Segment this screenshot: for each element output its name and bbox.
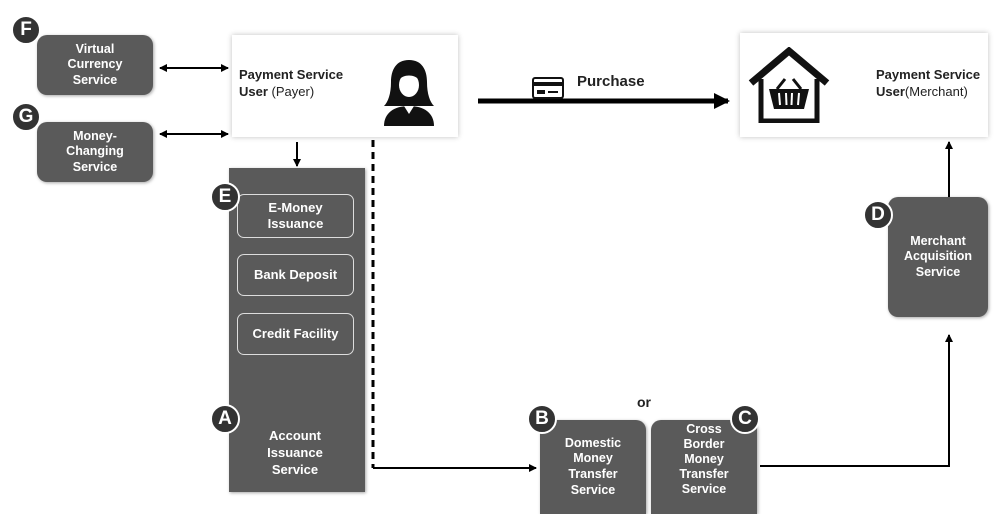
credit-facility-box: Credit Facility [237, 313, 354, 355]
cross-border-money-transfer-service-label: Cross Border Money Transfer Service [679, 422, 729, 496]
or-label: or [637, 394, 651, 410]
badge-b: B [527, 404, 557, 434]
merchant-label: Payment Service User(Merchant) [876, 67, 988, 101]
woman-user-icon [384, 60, 434, 126]
e-money-issuance-label: E-Money Issuance [267, 199, 324, 231]
domestic-money-transfer-service-label: Domestic Money Transfer Service [564, 435, 622, 497]
credit-card-icon [532, 77, 564, 99]
money-changing-service-box: Money- Changing Service [37, 122, 153, 182]
e-money-issuance-box: E-Money Issuance [237, 194, 354, 238]
badge-f: F [11, 15, 41, 45]
purchase-label: Purchase [577, 73, 645, 90]
credit-facility-label: Credit Facility [252, 325, 339, 341]
payer-role: (Payer) [271, 83, 315, 99]
domestic-money-transfer-service-box: Domestic Money Transfer Service [540, 420, 646, 514]
payer-title: Payment Service [239, 67, 344, 82]
bank-deposit-label: Bank Deposit [253, 266, 338, 282]
bank-deposit-box: Bank Deposit [237, 254, 354, 296]
account-issuance-service-box [229, 168, 365, 492]
badge-d: D [863, 200, 893, 230]
badge-a: A [210, 404, 240, 434]
merchant-role: (Merchant) [904, 83, 968, 99]
badge-g: G [11, 102, 41, 132]
arrow-c-to-d [760, 334, 953, 467]
merchant-acquisition-service-label: Merchant Acquisition Service [903, 233, 973, 279]
payer-label: Payment Service User (Payer) [239, 67, 379, 101]
cross-border-money-transfer-service-box: Cross Border Money Transfer Service [651, 420, 757, 514]
money-changing-service-label: Money- Changing Service [66, 128, 124, 174]
badge-c: C [730, 404, 760, 434]
badge-e: E [210, 182, 240, 212]
merchant-role-prefix: User [876, 83, 905, 99]
store-basket-icon [748, 47, 830, 123]
merchant-acquisition-service-box: Merchant Acquisition Service [888, 197, 988, 317]
merchant-title: Payment Service [876, 67, 981, 82]
account-issuance-service-label: Account Issuance Service [267, 428, 323, 477]
payer-role-prefix: User [239, 83, 268, 99]
virtual-currency-service-box: Virtual Currency Service [37, 35, 153, 95]
virtual-currency-service-label: Virtual Currency Service [67, 41, 123, 87]
